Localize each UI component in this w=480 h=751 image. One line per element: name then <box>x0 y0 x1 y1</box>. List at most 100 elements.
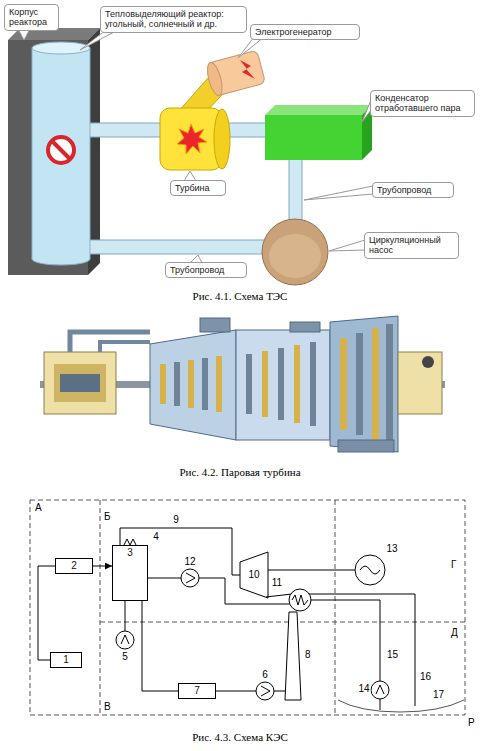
pump-symbol <box>262 219 328 285</box>
kes-scheme <box>355 555 385 585</box>
reactor-housing <box>8 28 100 275</box>
generator-symbol <box>205 61 225 97</box>
condenser-symbol <box>265 105 372 115</box>
reactor-cylinder <box>32 42 90 265</box>
steam-turbine-illustration <box>174 362 180 406</box>
region-letter: Д <box>450 628 459 638</box>
kes-scheme <box>380 699 381 710</box>
steam-turbine-illustration <box>160 364 166 404</box>
condenser-symbol <box>265 105 372 160</box>
node-text: 2 <box>71 559 77 573</box>
steam-turbine-illustration <box>310 342 316 426</box>
region-border <box>30 500 465 715</box>
prohibition-sign <box>48 137 74 163</box>
kes-scheme <box>268 570 355 571</box>
steam-turbine-illustration <box>150 330 236 440</box>
kes-scheme <box>199 578 290 604</box>
figure-caption: Рис. 4.2. Паровая турбина <box>178 466 301 478</box>
reactor-cylinder <box>32 42 90 54</box>
steam-turbine-illustration <box>246 354 252 414</box>
callout-number: 16 <box>419 672 432 682</box>
pipeline <box>80 123 165 137</box>
pump-symbol <box>269 234 321 278</box>
callout-box: Конденсатор отработавшего пара <box>370 90 475 117</box>
pipeline <box>289 156 302 224</box>
callout-tail <box>238 37 264 58</box>
steam-turbine-illustration <box>290 322 320 332</box>
kes-scheme <box>125 601 126 631</box>
callout-number: 10 <box>247 570 260 580</box>
node-text: 1 <box>63 653 69 667</box>
steam-turbine-illustration <box>386 324 393 444</box>
region-letter: Б <box>103 512 112 522</box>
kes-scheme <box>292 595 308 605</box>
process-box: 2 <box>55 558 93 574</box>
kes-scheme <box>311 600 380 681</box>
steam-turbine-illustration <box>216 356 222 412</box>
kes-scheme <box>256 682 274 700</box>
callout-number: 13 <box>385 544 398 554</box>
kes-scheme <box>371 681 389 699</box>
prohibition-sign <box>48 137 74 163</box>
connector-line <box>38 566 55 660</box>
steam-turbine-illustration <box>200 318 230 332</box>
generator-symbol <box>240 60 255 79</box>
connector-line <box>93 566 112 567</box>
region-border <box>100 622 465 623</box>
node-text: Электрогенератор <box>255 27 332 37</box>
figure-caption: Рис. 4.3. Схема КЭС <box>191 731 289 743</box>
callout-tail <box>329 240 365 251</box>
reactor-housing <box>88 28 100 275</box>
kes-scheme <box>181 569 199 587</box>
region-letter: А <box>34 503 43 513</box>
steam-turbine-illustration <box>278 348 284 420</box>
region-letter: В <box>103 702 112 712</box>
turbine-symbol <box>160 108 222 170</box>
callout-tail <box>304 186 373 200</box>
steam-turbine-illustration <box>422 356 434 368</box>
region-border <box>30 500 465 715</box>
callout-number: 14 <box>357 684 370 694</box>
callout-number: 9 <box>172 515 180 525</box>
node-text: Корпус реактора <box>9 7 54 28</box>
reactor-cylinder <box>32 48 33 259</box>
steam-turbine-illustration <box>40 316 445 452</box>
steam-turbine-illustration <box>236 330 330 440</box>
callout-number: 6 <box>261 670 269 680</box>
connector-line <box>142 601 178 691</box>
steam-turbine-illustration <box>70 332 150 352</box>
region-border <box>335 500 336 715</box>
steam-turbine-illustration <box>54 364 106 402</box>
condenser-symbol <box>265 115 362 160</box>
kes-scheme <box>338 700 464 712</box>
steam-turbine-illustration <box>44 352 116 414</box>
kes-scheme <box>376 685 384 694</box>
node-text: Циркуляционный насос <box>369 235 454 256</box>
callout-number: 12 <box>183 557 196 567</box>
steam-turbine-illustration <box>262 351 268 417</box>
process-box: 7 <box>178 683 216 699</box>
kes-scheme <box>116 528 464 712</box>
kes-scheme <box>121 635 129 644</box>
steam-turbine-illustration <box>356 333 363 435</box>
callout-number: 5 <box>121 652 129 662</box>
callout-number: 15 <box>386 650 399 660</box>
callout-number: 11 <box>271 578 283 588</box>
kes-scheme <box>285 612 301 700</box>
steam-turbine-illustration <box>340 338 347 430</box>
kes-scheme <box>116 631 134 649</box>
callout-number: 8 <box>304 650 312 660</box>
generator-symbol <box>205 50 266 97</box>
steam-turbine-illustration <box>188 360 194 408</box>
node-text: Конденсатор отработавшего пара <box>375 93 470 114</box>
turbine-symbol <box>177 124 207 154</box>
kes-scheme <box>240 552 268 598</box>
node-text: Турбина <box>175 183 210 193</box>
region-border <box>100 500 101 715</box>
node-text: 7 <box>194 684 200 698</box>
callout-box: Тепловыделяющий реактор: угольный, солне… <box>100 6 247 33</box>
pipeline <box>80 240 265 254</box>
steam-turbine-illustration <box>294 345 300 423</box>
